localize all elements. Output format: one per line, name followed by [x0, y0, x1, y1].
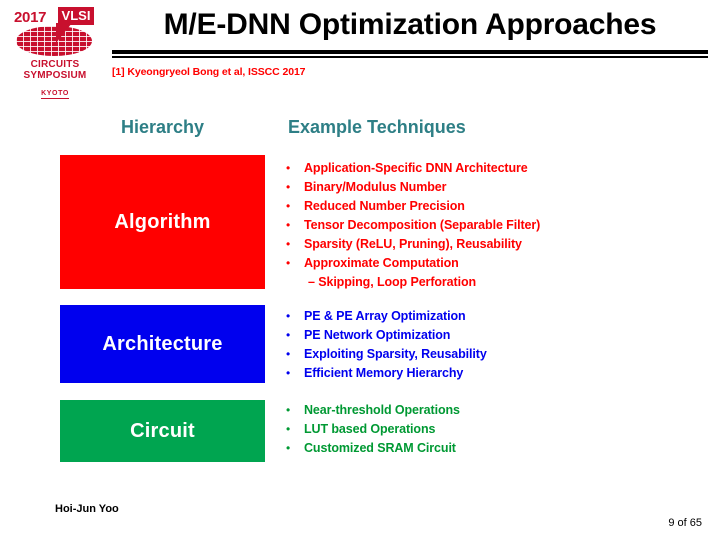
footer-page-number: 9 of 65: [668, 517, 702, 529]
logo-symposium-label: SYMPOSIUM: [23, 70, 87, 81]
list-item-label: Exploiting Sparsity, Reusability: [304, 347, 487, 361]
list-item: • Sparsity (ReLU, Pruning), Reusability: [286, 235, 706, 254]
bullet-dot-icon: •: [286, 347, 291, 361]
bullet-dot-icon: •: [286, 403, 291, 417]
column-header-hierarchy: Hierarchy: [120, 117, 205, 137]
page-title: M/E-DNN Optimization Approaches: [163, 8, 657, 41]
technique-list-architecture: • PE & PE Array Optimization • PE Networ…: [286, 307, 706, 383]
technique-list-algorithm: • Application-Specific DNN Architecture …: [286, 159, 706, 292]
bullet-dot-icon: •: [286, 441, 291, 455]
list-item-label: Approximate Computation: [304, 256, 459, 270]
list-item: • Near-threshold Operations: [286, 401, 706, 420]
list-item-label: Customized SRAM Circuit: [304, 441, 456, 455]
logo-circuits-label: CIRCUITS: [30, 59, 80, 70]
bullet-dot-icon: •: [286, 218, 291, 232]
list-item: • Binary/Modulus Number: [286, 178, 706, 197]
list-item-label: PE & PE Array Optimization: [304, 309, 466, 323]
title-divider-thin-line: [112, 56, 708, 58]
hierarchy-box-algorithm-label: Algorithm: [114, 210, 211, 233]
hierarchy-box-circuit-label: Circuit: [130, 419, 195, 442]
list-item: • Efficient Memory Hierarchy: [286, 364, 706, 383]
list-item-label: PE Network Optimization: [304, 328, 451, 342]
logo-emblem: 2017 VLSI: [12, 6, 98, 58]
list-item: • LUT based Operations: [286, 420, 706, 439]
list-item-label: Reduced Number Precision: [304, 199, 465, 213]
list-item-label: Application-Specific DNN Architecture: [304, 161, 528, 175]
list-item: • Reduced Number Precision: [286, 197, 706, 216]
bullet-dot-icon: •: [286, 256, 291, 270]
list-item-label: LUT based Operations: [304, 422, 436, 436]
title-divider-gap: [112, 54, 708, 56]
hierarchy-box-algorithm: Algorithm: [60, 155, 265, 289]
list-item: • Customized SRAM Circuit: [286, 439, 706, 458]
reference-citation: [1] Kyeongryeol Bong et al, ISSCC 2017: [112, 66, 306, 78]
hierarchy-box-architecture: Architecture: [60, 305, 265, 383]
list-item: • PE Network Optimization: [286, 326, 706, 345]
list-item-label: Binary/Modulus Number: [304, 180, 447, 194]
bullet-dot-icon: •: [286, 366, 291, 380]
list-item-label: Efficient Memory Hierarchy: [304, 366, 464, 380]
vlsi-symposium-logo: 2017 VLSI CIRCUITS SYMPOSIUM KYOTO: [12, 6, 98, 100]
list-item: • Application-Specific DNN Architecture: [286, 159, 706, 178]
bullet-dot-icon: •: [286, 422, 291, 436]
column-header-example-techniques: Example Techniques: [288, 117, 466, 137]
list-item: • Exploiting Sparsity, Reusability: [286, 345, 706, 364]
bullet-dot-icon: •: [286, 199, 291, 213]
logo-year-label: 2017: [14, 9, 47, 26]
hierarchy-box-architecture-label: Architecture: [102, 332, 223, 355]
logo-pointer-tail-icon: [56, 23, 72, 43]
list-item-label: Sparsity (ReLU, Pruning), Reusability: [304, 237, 522, 251]
list-item: • Tensor Decomposition (Separable Filter…: [286, 216, 706, 235]
title-divider: [112, 50, 708, 58]
logo-vlsi-badge: VLSI: [58, 7, 94, 25]
list-item-label: Tensor Decomposition (Separable Filter): [304, 218, 541, 232]
list-item-sub-label: – Skipping, Loop Perforation: [308, 275, 477, 289]
logo-kyoto-label: KYOTO: [41, 90, 69, 99]
footer-author: Hoi-Jun Yoo: [55, 503, 119, 515]
bullet-dot-icon: •: [286, 161, 291, 175]
technique-list-circuit: • Near-threshold Operations • LUT based …: [286, 401, 706, 458]
bullet-dot-icon: •: [286, 328, 291, 342]
bullet-dot-icon: •: [286, 309, 291, 323]
logo-city-wrapper: KYOTO: [12, 82, 98, 100]
list-item: • Approximate Computation: [286, 254, 706, 273]
list-item-sub: – Skipping, Loop Perforation: [286, 273, 706, 292]
hierarchy-box-circuit: Circuit: [60, 400, 265, 462]
logo-grid-disc-icon: [16, 26, 92, 56]
bullet-dot-icon: •: [286, 237, 291, 251]
title-divider-thick-line: [112, 50, 708, 54]
bullet-dot-icon: •: [286, 180, 291, 194]
list-item-label: Near-threshold Operations: [304, 403, 460, 417]
list-item: • PE & PE Array Optimization: [286, 307, 706, 326]
